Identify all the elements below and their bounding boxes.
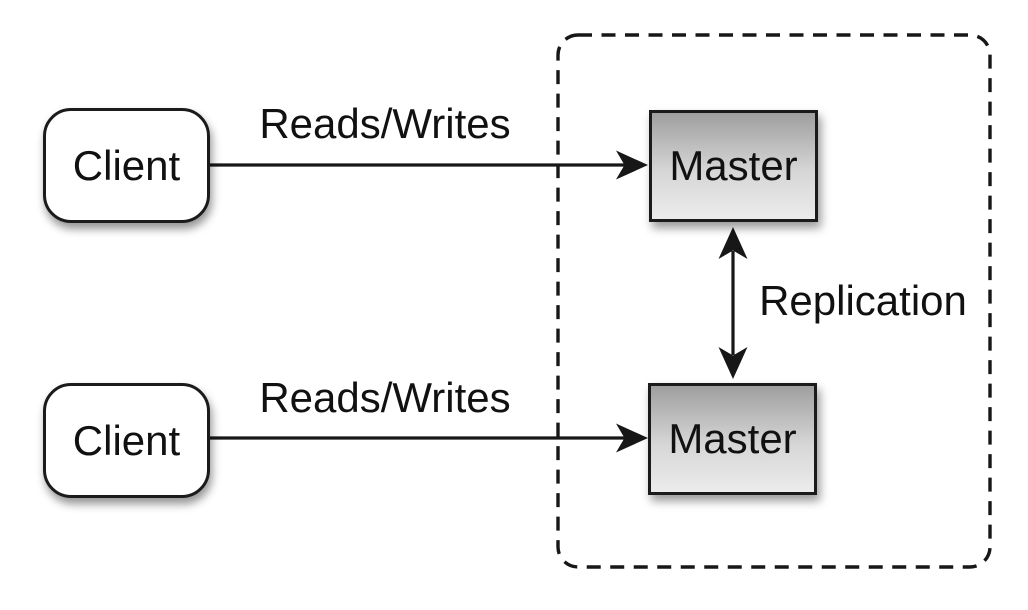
master-bottom-label: Master (668, 415, 797, 462)
master-top-label: Master (669, 142, 798, 189)
masters-group-dashed-border (556, 33, 992, 569)
master-top-node: Master (649, 110, 818, 222)
replication-edge-label: Replication (759, 277, 967, 324)
master-bottom-node: Master (648, 383, 817, 495)
reads-writes-top-edge-label: Reads/Writes (259, 100, 511, 147)
client-top-label: Client (72, 141, 181, 189)
reads-writes-bottom-edge-label: Reads/Writes (259, 374, 511, 421)
client-bottom-node: Client (43, 383, 210, 498)
reads-writes-top-arrowhead-icon (616, 150, 648, 180)
reads-writes-bottom-arrowhead-icon (616, 423, 648, 453)
replication-arrowhead-down-icon (718, 347, 748, 379)
client-top-node: Client (43, 108, 210, 223)
client-bottom-label: Client (72, 416, 181, 464)
replication-arrowhead-up-icon (718, 227, 748, 259)
